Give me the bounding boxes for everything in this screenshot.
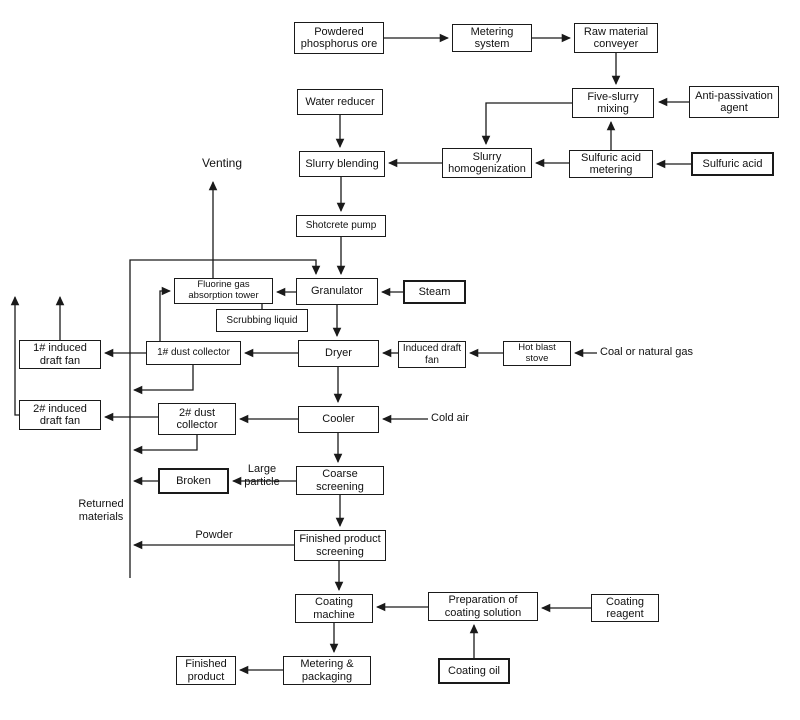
label-venting: Venting <box>201 156 243 170</box>
node-slurry-blending: Slurry blending <box>299 151 385 177</box>
edge-five-slurry-to-homogenization <box>481 102 572 145</box>
node-five-slurry-mixing: Five-slurry mixing <box>572 88 654 118</box>
node-dust-collector-2: 2# dust collector <box>158 403 236 435</box>
label-cold-air: Cold air <box>431 412 469 424</box>
node-finished-product-screening: Finished product screening <box>294 530 386 561</box>
label-returned-materials: Returned materials <box>78 498 124 523</box>
edge-dust1-to-tower <box>159 286 171 341</box>
node-cooler: Cooler <box>298 406 379 433</box>
node-steam: Steam <box>403 280 466 304</box>
node-slurry-homogenization: Slurry homogenization <box>442 148 532 178</box>
node-hot-blast-stove: Hot blast stove <box>503 341 571 366</box>
node-scrubbing-liquid: Scrubbing liquid <box>216 309 308 332</box>
node-broken: Broken <box>158 468 229 494</box>
node-induced-draft-fan: Induced draft fan <box>398 341 466 368</box>
node-fluorine-gas-absorption-tower: Fluorine gas absorption tower <box>174 278 273 304</box>
node-raw-material-conveyer: Raw material conveyer <box>574 23 658 53</box>
node-induced-draft-fan-1: 1# induced draft fan <box>19 340 101 369</box>
node-coating-reagent: Coating reagent <box>591 594 659 622</box>
label-large-particle: Large particle <box>244 463 280 488</box>
node-metering-and-packaging: Metering & packaging <box>283 656 371 685</box>
node-dust-collector-1: 1# dust collector <box>146 341 241 365</box>
node-sulfuric-acid: Sulfuric acid <box>691 152 774 176</box>
node-granulator: Granulator <box>296 278 378 305</box>
node-anti-passivation-agent: Anti-passivation agent <box>689 86 779 118</box>
node-induced-draft-fan-2: 2# induced draft fan <box>19 400 101 430</box>
node-preparation-of-coating-solution: Preparation of coating solution <box>428 592 538 621</box>
node-sulfuric-acid-metering: Sulfuric acid metering <box>569 150 653 178</box>
node-water-reducer: Water reducer <box>297 89 383 115</box>
edge-dust1-to-returns <box>133 365 194 395</box>
label-coal-or-natural-gas: Coal or natural gas <box>600 346 693 358</box>
node-coating-machine: Coating machine <box>295 594 373 623</box>
node-coarse-screening: Coarse screening <box>296 466 384 495</box>
label-powder: Powder <box>195 529 233 541</box>
node-dryer: Dryer <box>298 340 379 367</box>
edge-dust2-to-returns <box>133 435 198 455</box>
node-finished-product: Finished product <box>176 656 236 685</box>
node-metering-system: Metering system <box>452 24 532 52</box>
node-coating-oil: Coating oil <box>438 658 510 684</box>
node-shotcrete-pump: Shotcrete pump <box>296 215 386 237</box>
node-powdered-phosphorus-ore: Powdered phosphorus ore <box>294 22 384 54</box>
